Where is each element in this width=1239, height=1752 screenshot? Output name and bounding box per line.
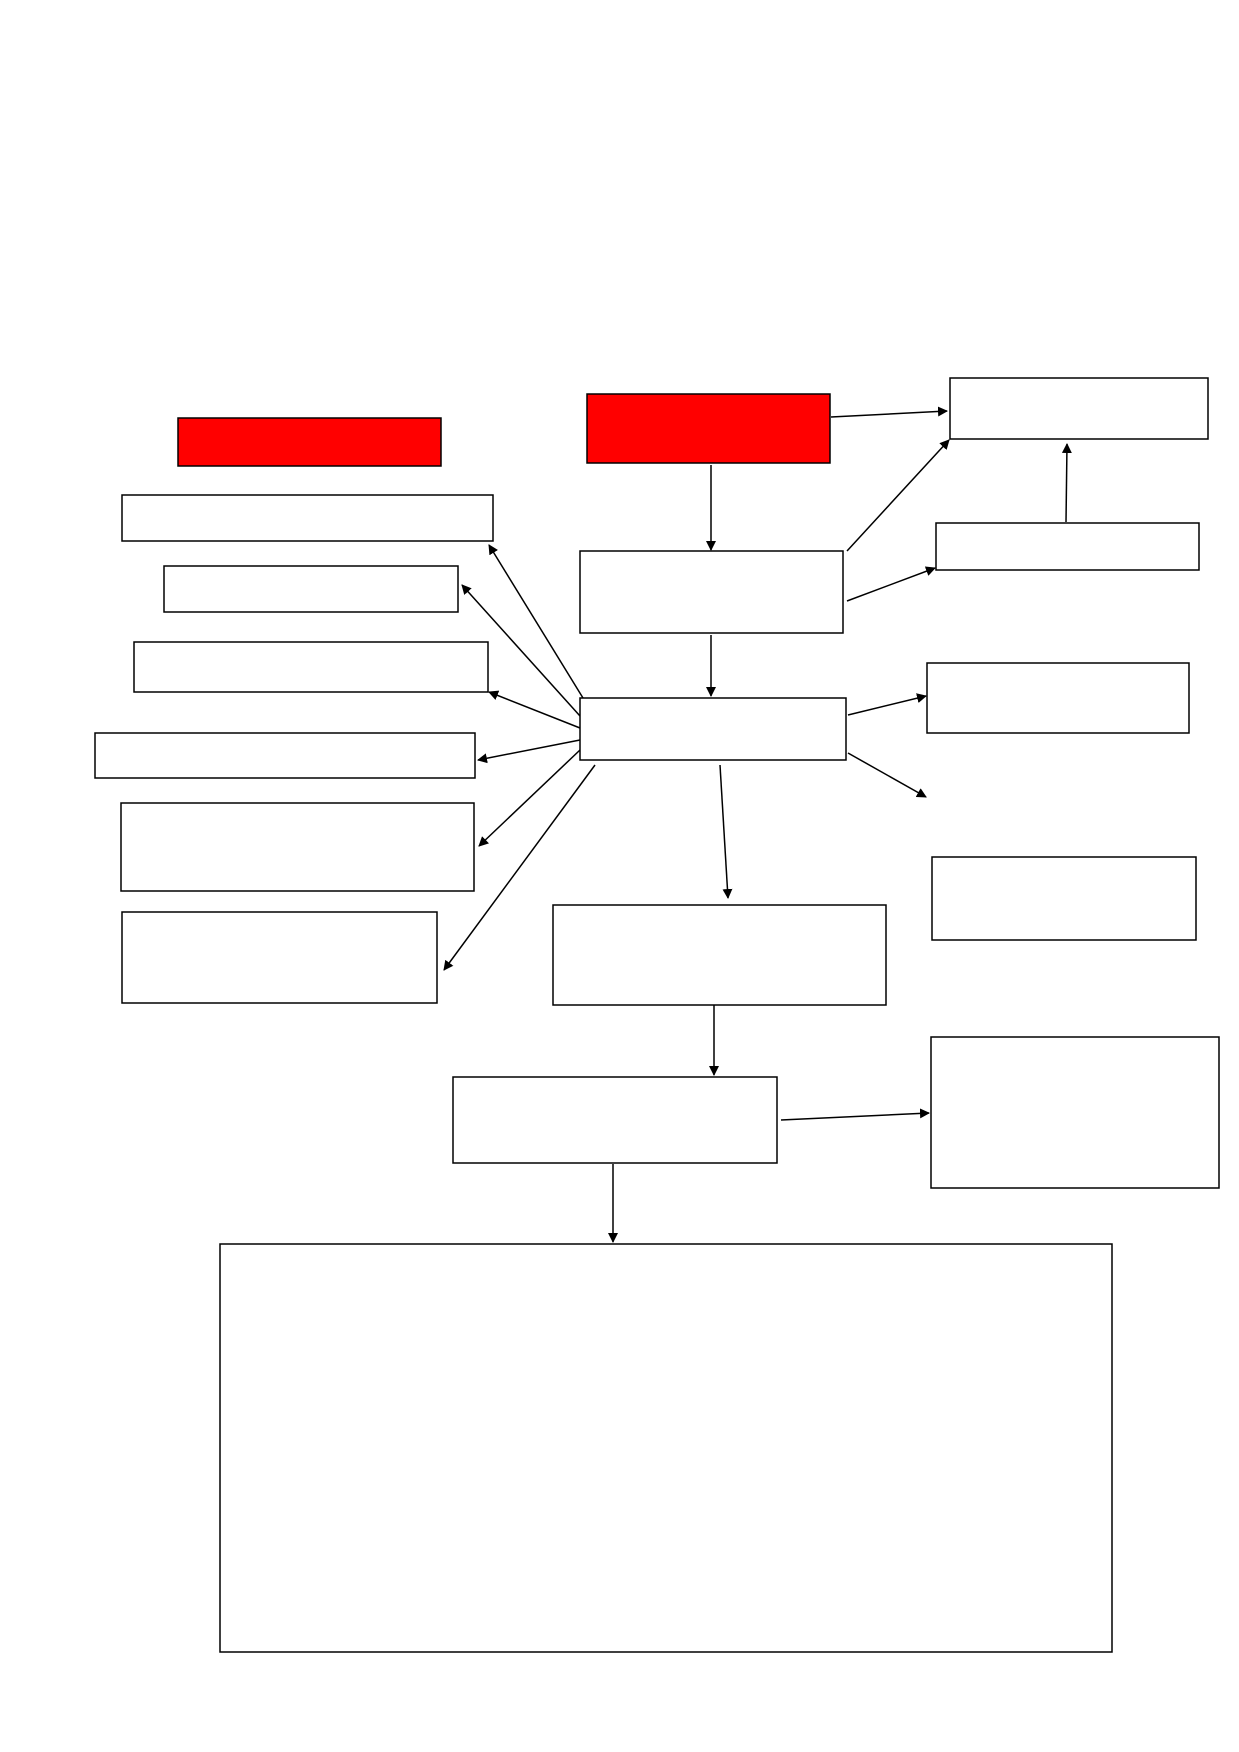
node-box	[177, 417, 442, 467]
node-right-5	[930, 1036, 1220, 1189]
node-box	[452, 1076, 778, 1164]
node-right-4	[931, 856, 1197, 941]
node-box	[949, 377, 1209, 440]
arrow-center-hub-to-center-lower	[719, 764, 733, 899]
node-left-5	[120, 802, 475, 892]
node-box	[120, 802, 475, 892]
node-right-3	[926, 662, 1190, 734]
arrow-red-center-to-top-right	[830, 406, 948, 418]
node-red-center	[586, 393, 831, 464]
node-left-2	[163, 565, 459, 613]
node-box	[579, 697, 847, 761]
node-top-right	[949, 377, 1209, 440]
node-box	[926, 662, 1190, 734]
arrow-center-hub-to-left-6	[443, 764, 596, 971]
node-left-6	[121, 911, 438, 1004]
node-red-left	[177, 417, 442, 467]
node-left-4	[94, 732, 476, 779]
node-center-1	[579, 550, 844, 634]
node-box	[930, 1036, 1220, 1189]
node-center-lower	[552, 904, 887, 1006]
node-left-3	[133, 641, 489, 693]
node-box	[133, 641, 489, 693]
node-box	[163, 565, 459, 613]
arrow-center-hub-to-left-2	[461, 584, 581, 717]
node-bottom-large	[219, 1243, 1113, 1653]
arrow-center-hub-to-left-1	[488, 544, 584, 699]
arrow-center-hub-to-left-3	[488, 690, 581, 729]
node-right-2	[935, 522, 1200, 571]
node-box	[121, 494, 494, 542]
node-box	[931, 856, 1197, 941]
node-box	[121, 911, 438, 1004]
arrow-center-1-to-top-right	[846, 439, 950, 552]
node-box	[94, 732, 476, 779]
arrow-center-lower-2-to-right-5	[780, 1108, 930, 1121]
edges-layer	[443, 406, 1072, 1243]
node-box	[552, 904, 887, 1006]
node-box	[579, 550, 844, 634]
node-left-1	[121, 494, 494, 542]
node-center-lower-2	[452, 1076, 778, 1164]
arrow-center-1-to-right-2	[846, 566, 936, 602]
arrow-center-hub-to-left-4	[477, 739, 581, 764]
nodes-layer	[94, 377, 1220, 1653]
arrow-right-2-to-top-right	[1061, 443, 1072, 523]
arrow-center-hub-to-unlabeled-right	[847, 752, 927, 798]
node-box	[586, 393, 831, 464]
arrow-center-hub-to-left-5	[478, 749, 581, 847]
node-box	[935, 522, 1200, 571]
node-box	[219, 1243, 1113, 1653]
node-center-hub	[579, 697, 847, 761]
arrow-center-hub-to-right-3	[847, 693, 927, 716]
